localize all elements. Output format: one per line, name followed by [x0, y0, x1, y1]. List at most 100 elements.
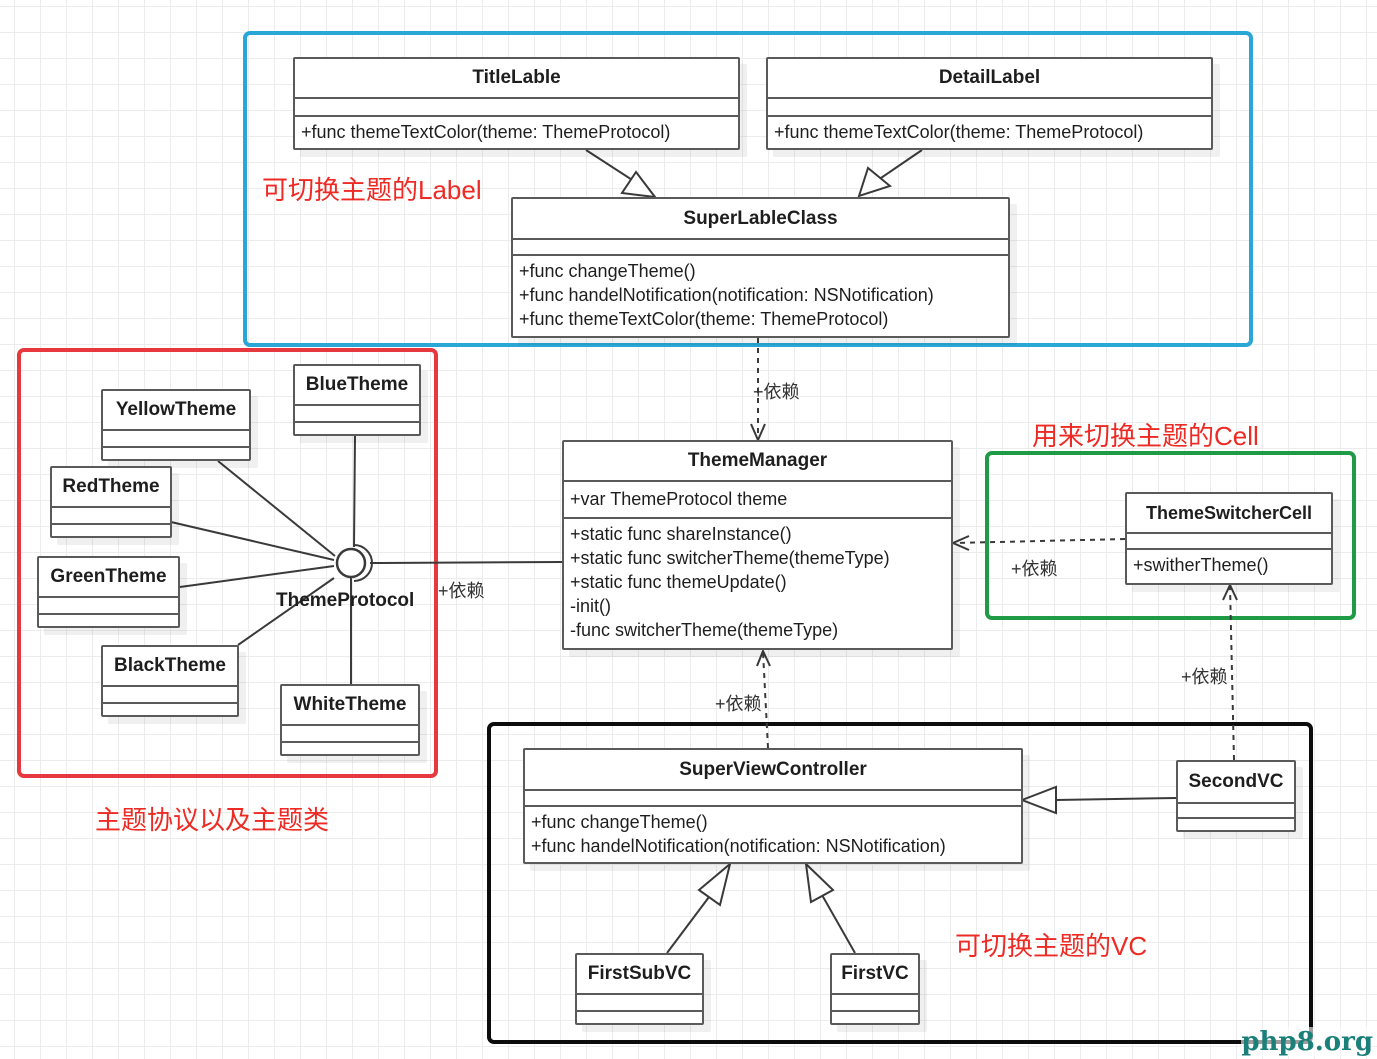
class-firstvc[interactable]: FirstVC [830, 953, 920, 1025]
interface-name: ThemeProtocol [276, 590, 415, 611]
class-redtheme[interactable]: RedTheme [50, 466, 172, 538]
dependency-cell-thememanager [954, 538, 1126, 544]
operation: -func switcherTheme(themeType) [570, 620, 839, 640]
class-name: YellowTheme [103, 391, 249, 431]
class-name: BlackTheme [103, 647, 237, 687]
class-attributes [525, 791, 1021, 807]
class-name: GreenTheme [39, 558, 178, 598]
class-thememanager[interactable]: ThemeManager +var ThemeProtocol theme +s… [562, 440, 953, 650]
operation: +func handelNotification(notification: N… [531, 836, 946, 856]
dependency-label: +依赖 [438, 581, 485, 601]
attribute: +var ThemeProtocol theme [570, 489, 788, 509]
class-operations: +switherTheme() [1127, 550, 1331, 580]
class-operations: +func changeTheme() +func handelNotifica… [525, 807, 1021, 861]
class-name: WhiteTheme [282, 686, 418, 726]
class-operations: +func themeTextColor(theme: ThemeProtoco… [768, 117, 1211, 147]
class-blacktheme[interactable]: BlackTheme [101, 645, 239, 717]
operation: +func themeTextColor(theme: ThemeProtoco… [519, 309, 889, 329]
class-attributes: +var ThemeProtocol theme [564, 482, 951, 519]
class-attributes [39, 598, 178, 615]
class-attributes [1127, 534, 1331, 550]
class-name: SuperViewController [525, 750, 1021, 791]
class-superviewcontroller[interactable]: SuperViewController +func changeTheme() … [523, 748, 1023, 864]
class-themeswitchercell[interactable]: ThemeSwitcherCell +switherTheme() [1125, 492, 1333, 585]
realization-redtheme [170, 521, 335, 561]
class-operations: +func changeTheme() +func handelNotifica… [513, 256, 1008, 334]
dependency-label: +依赖 [715, 694, 762, 714]
operation: +static func shareInstance() [570, 524, 792, 544]
generalization-detaillabel [877, 149, 923, 181]
generalization-arrowhead [1019, 785, 1057, 815]
operation: +func changeTheme() [531, 812, 708, 832]
operation: -init() [570, 596, 611, 616]
class-name: DetailLabel [768, 59, 1211, 99]
class-attributes [282, 726, 418, 743]
class-attributes [52, 508, 170, 525]
note-themes-group: 主题协议以及主题类 [95, 805, 330, 835]
class-operations: +func themeTextColor(theme: ThemeProtoco… [295, 117, 738, 147]
generalization-arrowhead [857, 166, 893, 198]
note-vc-group: 可切换主题的VC [955, 931, 1148, 961]
realization-greentheme [179, 565, 335, 588]
class-attributes [1178, 804, 1294, 819]
class-greentheme[interactable]: GreenTheme [37, 556, 180, 628]
realization-blacktheme [237, 577, 335, 646]
group-vc-frame [487, 722, 1313, 1044]
class-bluetheme[interactable]: BlueTheme [293, 364, 421, 436]
class-attributes [768, 99, 1211, 117]
class-attributes [832, 995, 918, 1012]
generalization-arrowhead [620, 170, 658, 199]
operation: +func themeTextColor(theme: ThemeProtoco… [774, 122, 1144, 142]
class-yellowtheme[interactable]: YellowTheme [101, 389, 251, 461]
dependency-label: +依赖 [1011, 559, 1058, 579]
class-attributes [577, 995, 702, 1012]
class-attributes [295, 99, 738, 117]
class-firstsubvc[interactable]: FirstSubVC [575, 953, 704, 1025]
class-attributes [295, 406, 419, 423]
realization-bluetheme [353, 434, 356, 548]
class-name: RedTheme [52, 468, 170, 508]
class-secondvc[interactable]: SecondVC [1176, 760, 1296, 832]
generalization-arrowhead [697, 861, 732, 907]
operation: +func handelNotification(notification: N… [519, 285, 934, 305]
association-protocol-thememanager [369, 561, 564, 564]
class-name: ThemeSwitcherCell [1127, 494, 1331, 534]
dependency-label: +依赖 [1181, 667, 1228, 687]
class-name: ThemeManager [564, 442, 951, 482]
dependency-arrowhead [950, 535, 970, 551]
watermark: php8.org [1241, 1027, 1373, 1057]
operation: +static func switcherTheme(themeType) [570, 548, 890, 568]
dependency-secondvc-cell [1229, 585, 1235, 761]
dependency-svc-thememanager [762, 651, 769, 749]
operation: +func changeTheme() [519, 261, 696, 281]
realization-yellowtheme [217, 460, 336, 557]
class-name: TitleLable [295, 59, 738, 99]
class-superlableclass[interactable]: SuperLableClass +func changeTheme() +fun… [511, 197, 1010, 338]
generalization-arrowhead [804, 861, 835, 904]
dependency-arrowhead [1222, 582, 1238, 601]
generalization-firstsubvc [666, 896, 710, 954]
group-label-frame [243, 31, 1253, 347]
class-name: FirstSubVC [577, 955, 702, 995]
class-titlelable[interactable]: TitleLable +func themeTextColor(theme: T… [293, 57, 740, 150]
class-attributes [103, 687, 237, 704]
generalization-firstvc [821, 894, 856, 954]
class-detaillabel[interactable]: DetailLabel +func themeTextColor(theme: … [766, 57, 1213, 150]
group-cell-frame [985, 451, 1356, 620]
class-whitetheme[interactable]: WhiteTheme [280, 684, 420, 756]
note-label-group: 可切换主题的Label [262, 175, 482, 205]
class-name: BlueTheme [295, 366, 419, 406]
class-name: SuperLableClass [513, 199, 1008, 240]
operation: +switherTheme() [1133, 555, 1269, 575]
class-name: FirstVC [832, 955, 918, 995]
interface-lollipop [335, 547, 367, 579]
note-cell-group: 用来切换主题的Cell [1032, 421, 1259, 451]
operation: +static func themeUpdate() [570, 572, 787, 592]
dependency-arrowhead [756, 648, 771, 667]
interface-socket [353, 544, 373, 582]
dependency-label: +依赖 [753, 382, 800, 402]
operation: +func themeTextColor(theme: ThemeProtoco… [301, 122, 671, 142]
class-attributes [103, 431, 249, 448]
class-operations: +static func shareInstance() +static fun… [564, 519, 951, 645]
generalization-secondvc [1055, 797, 1177, 801]
